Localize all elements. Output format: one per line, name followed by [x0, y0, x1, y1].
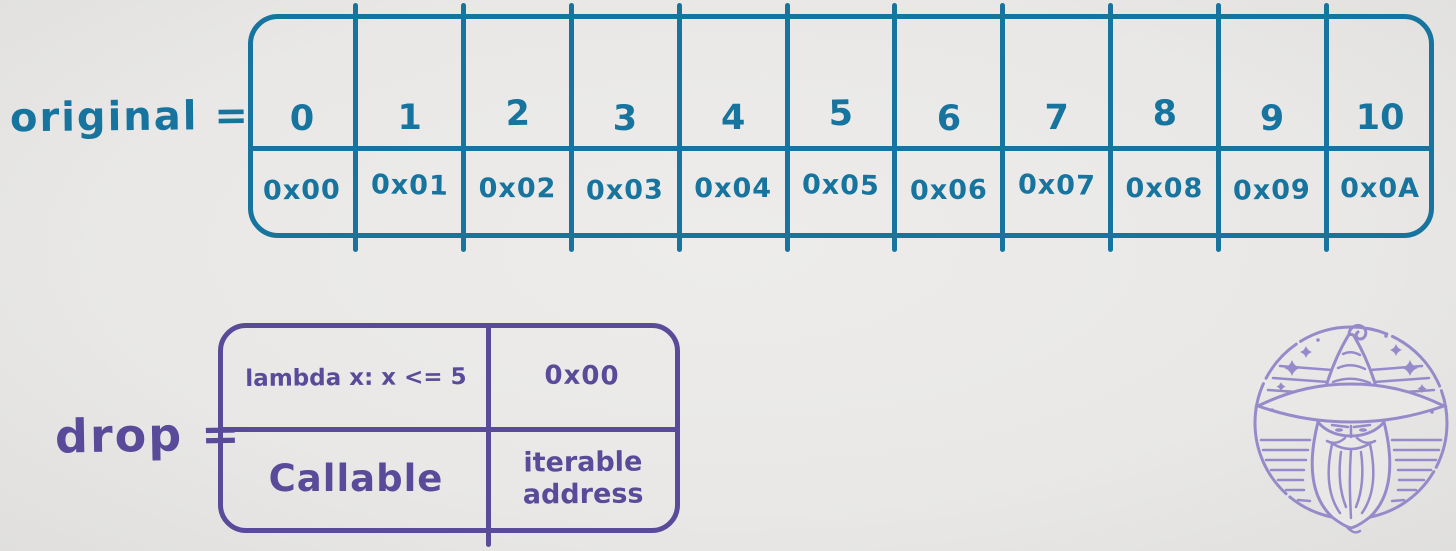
original-column-divider: [1108, 3, 1114, 252]
original-column-divider: [1323, 3, 1329, 252]
original-column-divider: [1000, 3, 1006, 252]
original-address-cell: 0x00: [262, 173, 342, 207]
original-index-cell: 9: [1259, 98, 1285, 140]
original-address-cell: 0x02: [478, 172, 557, 204]
original-index-cell: 10: [1355, 98, 1405, 138]
original-column-divider: [568, 3, 574, 252]
original-address-cell: 0x01: [370, 168, 449, 202]
original-address-cell: 0x08: [1125, 172, 1204, 204]
original-address-cell: 0x0A: [1340, 172, 1421, 204]
original-label: original =: [9, 92, 251, 142]
original-address-cell: 0x07: [1017, 168, 1096, 202]
original-index-cell: 8: [1151, 93, 1178, 135]
drop-cell-address: 0x00: [544, 360, 620, 392]
original-index-cell: 6: [936, 98, 962, 140]
original-index-cell: 7: [1044, 98, 1069, 138]
original-row-divider: [250, 146, 1432, 151]
original-table-frame: [248, 14, 1434, 238]
original-column-divider: [892, 3, 898, 252]
original-column-divider: [353, 3, 359, 252]
drop-column-divider: [486, 325, 491, 547]
original-address-cell: 0x09: [1233, 173, 1312, 207]
original-address-cell: 0x05: [801, 168, 881, 202]
original-column-divider: [461, 3, 467, 252]
original-index-cell: 4: [720, 98, 746, 138]
wizard-icon: [1248, 320, 1454, 548]
original-index-row: 0 1 2 3 4 5 6 7 8 9 10: [248, 14, 1434, 146]
original-index-cell: 0: [289, 98, 315, 140]
original-column-divider: [676, 3, 682, 252]
original-column-divider: [784, 3, 790, 252]
original-index-cell: 1: [397, 98, 422, 138]
original-address-row: 0x00 0x01 0x02 0x03 0x04 0x05 0x06 0x07 0x08 0x09…: [248, 148, 1434, 228]
original-index-cell: 2: [504, 93, 531, 135]
original-address-cell: 0x06: [909, 173, 988, 207]
original-address-cell: 0x03: [586, 173, 665, 207]
drop-label: drop =: [54, 406, 243, 464]
drop-cell-lambda: lambda x: x <= 5: [245, 364, 467, 392]
drop-cell-iterable-address: iterable address: [522, 446, 644, 511]
original-index-cell: 3: [612, 98, 638, 140]
drop-row-divider: [220, 427, 678, 432]
drop-cell-callable: Callable: [268, 456, 444, 500]
original-column-divider: [1215, 3, 1221, 252]
drop-table: lambda x: x <= 5 0x00 Callable iterable …: [218, 323, 680, 547]
original-index-cell: 5: [828, 93, 854, 135]
original-address-cell: 0x04: [694, 172, 773, 204]
